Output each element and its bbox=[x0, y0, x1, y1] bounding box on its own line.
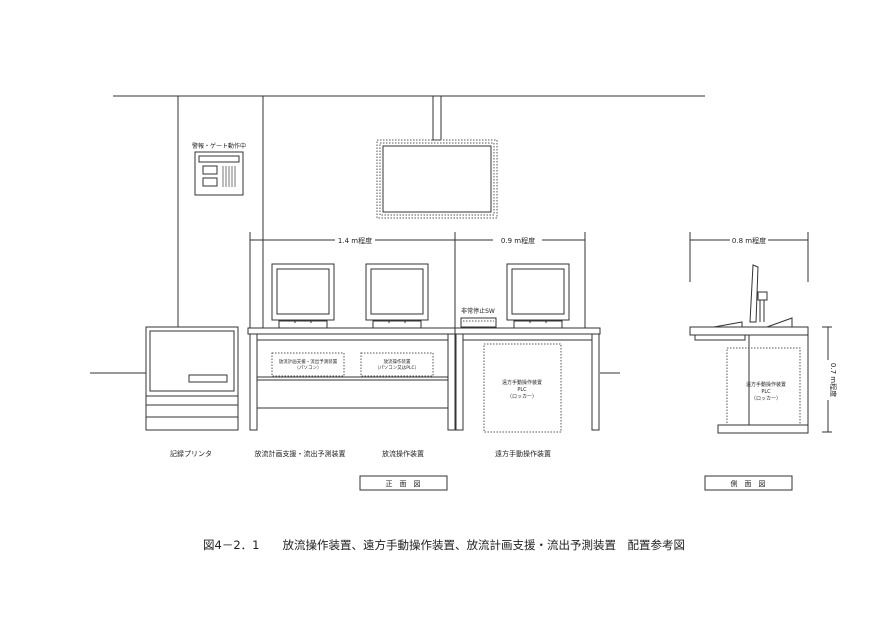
label-operation: 放流操作装置 bbox=[382, 449, 424, 458]
figure-caption: 図4－2．1 放流操作装置、遠方手動操作装置、放流計画支援・流出予測装置 配置参… bbox=[203, 538, 685, 552]
alarm-panel-label: 警報・ゲート動作中 bbox=[192, 142, 246, 150]
monitor-1 bbox=[271, 263, 335, 329]
front-desk: 放流計画支援・流出予測装置 （パソコン） 放流操作装置 （パソコン又はPLC） … bbox=[247, 327, 601, 433]
equipment-labels: 記録プリンタ 放流計画支援・流出予測装置 放流操作装置 遠方手動操作装置 bbox=[170, 449, 551, 458]
emergency-switch-label: 非常停止SW bbox=[461, 307, 495, 315]
monitors bbox=[271, 263, 570, 329]
recording-printer bbox=[145, 326, 239, 431]
remote-side-locker: （ロッカー） bbox=[751, 396, 781, 402]
planning-box-sublabel: （パソコン） bbox=[295, 365, 322, 371]
label-printer: 記録プリンタ bbox=[170, 449, 212, 458]
dim-side-height: 0.7 m程度 bbox=[829, 363, 838, 397]
side-view: 0.8 m程度 遠方手動操作装置 PLC （ロッカー） 0.7 m程度 bbox=[689, 232, 838, 434]
planning-box-label: 放流計画支援・流出予測装置 bbox=[279, 358, 338, 365]
label-planning: 放流計画支援・流出予測装置 bbox=[255, 449, 346, 458]
operation-box-sublabel: （パソコン又はPLC） bbox=[375, 364, 419, 371]
monitor-2 bbox=[365, 263, 429, 329]
alarm-panel: 警報・ゲート動作中 bbox=[192, 142, 246, 196]
remote-front-plc: PLC bbox=[517, 387, 527, 393]
ceiling-structure bbox=[90, 95, 705, 374]
remote-side-plc: PLC bbox=[761, 389, 771, 395]
large-display bbox=[376, 95, 498, 219]
remote-front-locker: （ロッカー） bbox=[507, 394, 537, 400]
remote-side-label: 遠方手動操作装置 bbox=[746, 381, 786, 388]
monitor-3 bbox=[506, 263, 570, 329]
remote-front-label: 遠方手動操作装置 bbox=[502, 379, 542, 386]
dim-front-left: 1.4 m程度 bbox=[338, 236, 372, 245]
dim-side-depth: 0.8 m程度 bbox=[732, 236, 766, 245]
operation-box-label: 放流操作装置 bbox=[384, 358, 411, 365]
front-view-title: 正 面 図 bbox=[386, 480, 421, 488]
dim-front-right: 0.9 m程度 bbox=[501, 236, 535, 245]
emergency-stop-switch: 非常停止SW bbox=[460, 307, 497, 328]
label-remote: 遠方手動操作装置 bbox=[495, 449, 551, 458]
dimension-front: 1.4 m程度 0.9 m程度 bbox=[249, 232, 586, 330]
view-titles: 正 面 図 側 面 図 bbox=[359, 475, 793, 491]
side-view-title: 側 面 図 bbox=[731, 479, 766, 488]
